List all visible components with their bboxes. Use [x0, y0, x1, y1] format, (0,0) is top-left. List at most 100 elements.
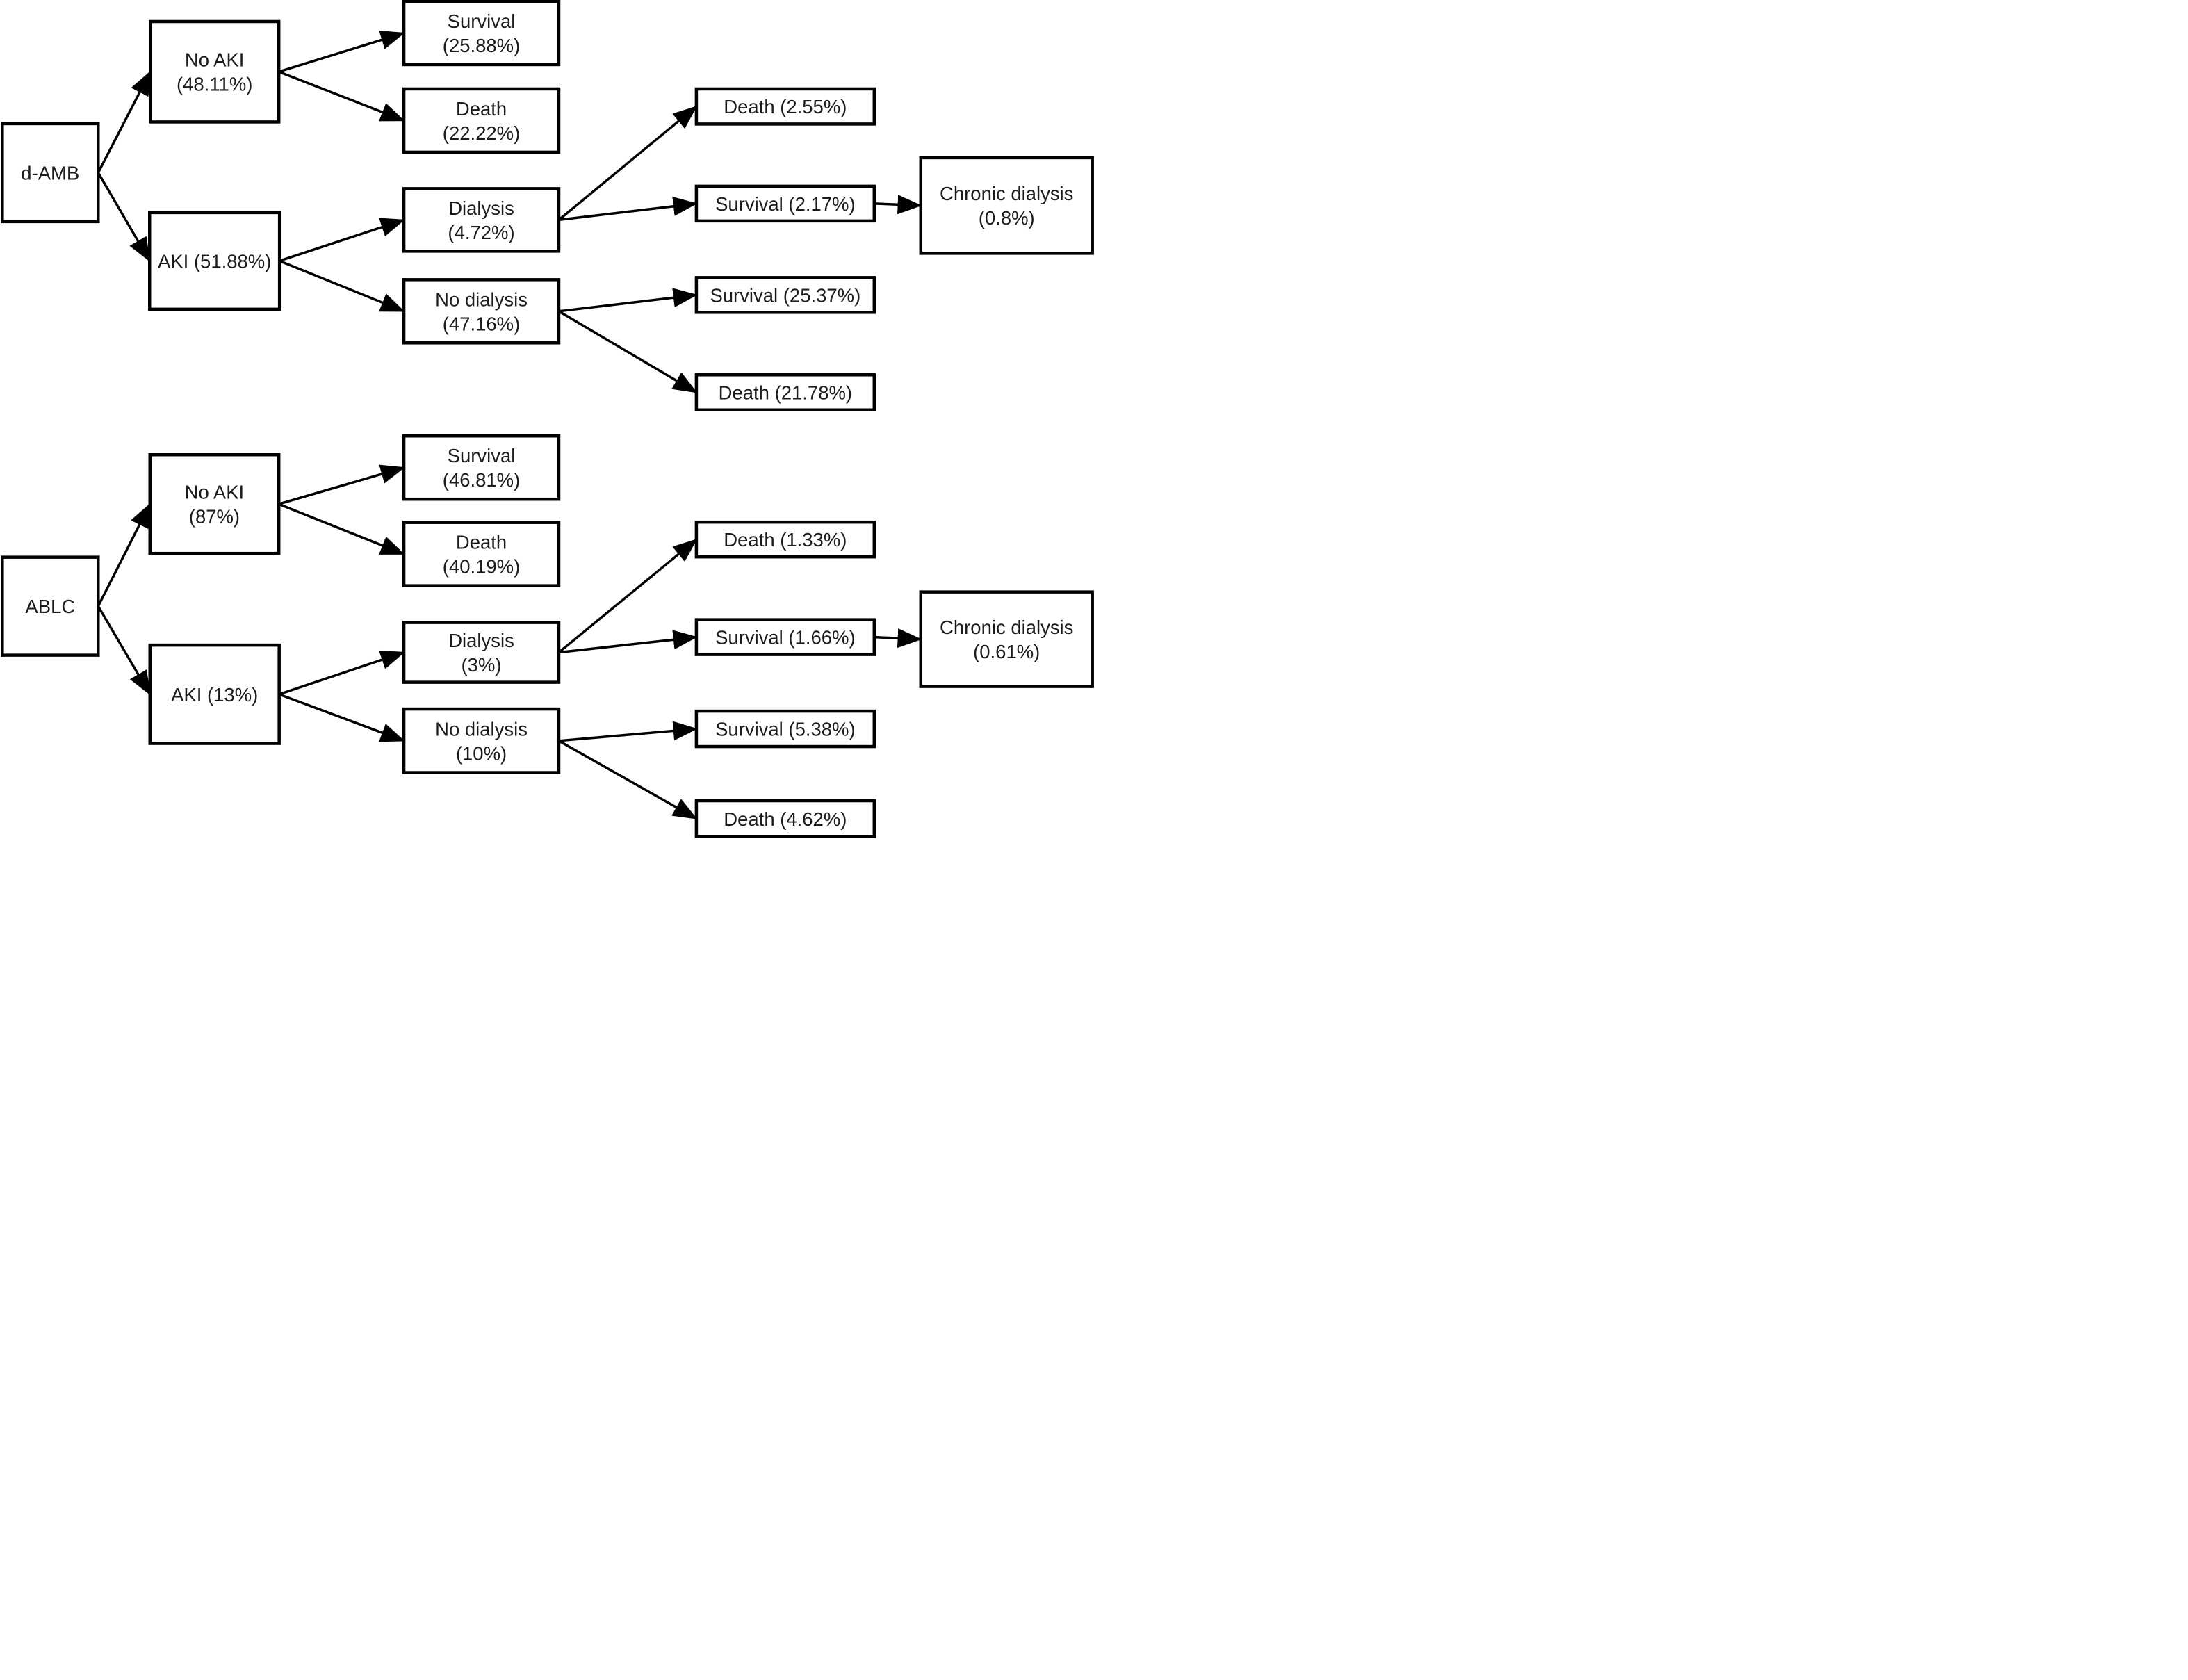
node-label-line: (4.72%)	[448, 221, 514, 243]
node-death133: Death (1.33%)	[694, 520, 876, 559]
node-box-damb	[1, 122, 100, 224]
node-label-line: (46.81%)	[443, 469, 520, 491]
node-label-surv538: Survival (5.38%)	[715, 718, 856, 740]
flow-diagram-canvas: d-AMB No AKI(48.11%) Survival (25.88%) Death…	[1, 0, 1094, 838]
node-surv166: Survival (1.66%)	[694, 618, 876, 656]
node-label-line: Survival (25.37%)	[710, 284, 860, 306]
node-label-line: ABLC	[25, 596, 75, 617]
node-label-death2222: Death(22.22%)	[443, 97, 520, 143]
node-label-death255: Death (2.55%)	[724, 96, 847, 117]
node-surv2588: Survival (25.88%)	[402, 0, 561, 67]
node-label-line: Death (21.78%)	[719, 382, 852, 403]
node-label-dial472: Dialysis (4.72%)	[448, 197, 514, 243]
node-surv4681: Survival (46.81%)	[402, 434, 561, 501]
edge-ablc-aki2	[97, 605, 152, 696]
node-label-line: (47.16%)	[443, 313, 520, 334]
node-box-surv2588	[402, 0, 561, 67]
node-label-line: No AKI	[185, 49, 245, 70]
edge-damb-aki1	[97, 172, 151, 262]
node-box-dial472	[402, 187, 561, 253]
node-label-line: Dialysis	[448, 630, 514, 651]
node-aki1: AKI (51.88%)	[147, 211, 281, 311]
node-label-surv2537: Survival (25.37%)	[710, 284, 860, 306]
node-label-surv166: Survival (1.66%)	[715, 626, 856, 648]
node-label-line: AKI (51.88%)	[158, 250, 271, 272]
node-box-death133	[694, 520, 876, 559]
node-death4019: Death(40.19%)	[402, 521, 561, 587]
node-box-death255	[694, 87, 876, 126]
node-label-line: Survival (2.17%)	[715, 193, 856, 214]
node-dial472: Dialysis (4.72%)	[402, 187, 561, 253]
node-ablc: ABLC	[1, 555, 100, 657]
node-label-noaki2: No AKI(87%)	[185, 481, 245, 527]
edge-ablc-noaki2	[97, 503, 152, 607]
node-label-line: Death (4.62%)	[724, 808, 847, 829]
node-box-nodial4716	[402, 278, 561, 345]
node-box-dial3	[402, 621, 561, 684]
edge-surv166-chronic061	[874, 628, 922, 649]
edge-nodial4716-death2178	[558, 310, 698, 394]
node-label-line: AKI (13%)	[171, 683, 258, 705]
node-noaki2: No AKI(87%)	[148, 452, 281, 555]
tree-ablc: ABLC No AKI(87%) Survival (46.81%) Death(40.…	[1, 434, 1094, 838]
node-label-line: (0.61%)	[973, 641, 1040, 662]
node-label-line: (40.19%)	[443, 555, 520, 577]
edge-aki2-nodial10	[279, 693, 405, 742]
node-label-surv217: Survival (2.17%)	[715, 193, 856, 214]
node-box-noaki2	[148, 452, 281, 555]
node-label-line: No dialysis	[435, 288, 528, 310]
node-dial3: Dialysis(3%)	[402, 621, 561, 684]
node-chronic061: Chronic dialysis(0.61%)	[919, 590, 1094, 688]
node-box-aki2	[148, 643, 281, 745]
node-damb: d-AMB	[1, 122, 100, 224]
edge-dial3-surv166	[558, 630, 698, 654]
node-chronic08: Chronic dialysis(0.8%)	[919, 156, 1094, 255]
node-label-line: No AKI	[185, 481, 245, 503]
node-box-death4019	[402, 521, 561, 587]
node-label-line: (22.22%)	[443, 122, 520, 143]
node-label-line: Dialysis	[448, 197, 514, 218]
node-box-ablc	[1, 555, 100, 657]
node-label-death4019: Death(40.19%)	[443, 531, 520, 577]
node-label-aki2: AKI (13%)	[171, 683, 258, 705]
node-label-line: No dialysis	[435, 718, 528, 740]
node-label-line: (10%)	[456, 742, 507, 764]
decision-tree-figure: d-AMB No AKI(48.11%) Survival (25.88%) Death…	[0, 0, 1094, 840]
node-surv538: Survival (5.38%)	[694, 709, 876, 749]
node-label-line: (87%)	[189, 505, 240, 527]
node-box-chronic061	[919, 590, 1094, 688]
edge-dial472-death255	[557, 105, 698, 221]
node-box-death2178	[694, 373, 876, 412]
edge-noaki2-surv4681	[278, 464, 405, 505]
node-label-line: Survival	[448, 445, 516, 466]
node-nodial4716: No dialysis (47.16%)	[402, 278, 561, 345]
node-death2178: Death (21.78%)	[694, 373, 876, 412]
node-label-line: Survival	[448, 10, 516, 31]
node-label-line: Survival (5.38%)	[715, 718, 856, 740]
node-box-nodial10	[402, 707, 561, 774]
node-label-chronic08: Chronic dialysis(0.8%)	[940, 183, 1073, 229]
node-box-surv2537	[694, 276, 876, 314]
node-label-line: Death	[456, 531, 507, 553]
node-label-line: (0.8%)	[979, 207, 1035, 229]
node-box-surv217	[694, 184, 876, 223]
node-label-dial3: Dialysis(3%)	[448, 630, 514, 676]
edge-nodial4716-surv2537	[558, 288, 698, 313]
edge-nodial10-surv538	[558, 721, 698, 742]
edge-damb-noaki1	[97, 70, 152, 174]
edge-nodial10-death462	[558, 740, 698, 820]
node-noaki1: No AKI(48.11%)	[148, 19, 281, 124]
node-label-line: Death (1.33%)	[724, 529, 847, 551]
node-label-line: (25.88%)	[443, 34, 520, 56]
node-box-surv538	[694, 709, 876, 749]
edge-aki1-nodial4716	[279, 259, 405, 313]
node-box-aki1	[147, 211, 281, 311]
edge-aki2-dial3	[279, 650, 405, 696]
node-death2222: Death(22.22%)	[402, 87, 561, 154]
node-label-surv2588: Survival (25.88%)	[443, 10, 520, 56]
node-aki2: AKI (13%)	[148, 643, 281, 745]
node-label-death462: Death (4.62%)	[724, 808, 847, 829]
edge-surv217-chronic08	[874, 195, 922, 215]
node-box-surv166	[694, 618, 876, 656]
node-box-chronic08	[919, 156, 1094, 255]
